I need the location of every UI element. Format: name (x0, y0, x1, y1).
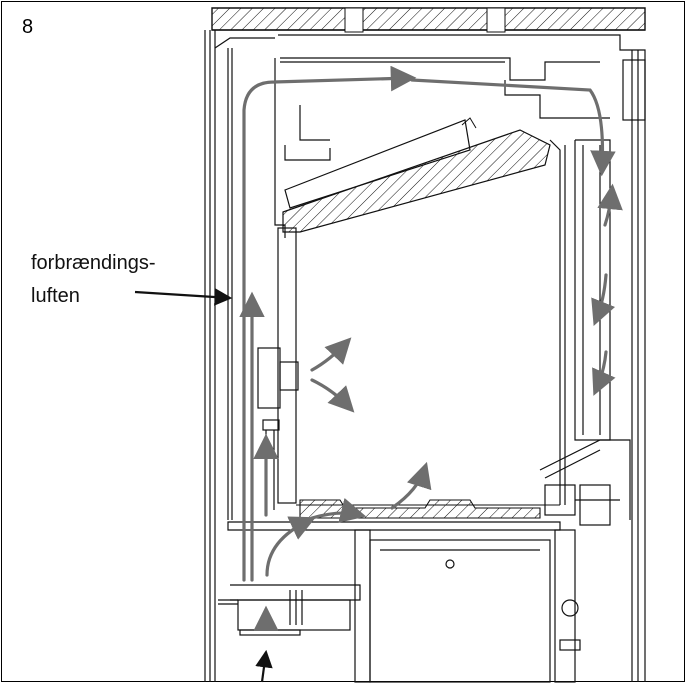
grate-plate (227, 499, 561, 531)
rear-details (539, 439, 631, 651)
firebox-walls (277, 139, 611, 505)
outer-casing (204, 30, 646, 682)
airflow-arrows (239, 65, 623, 632)
figure-number: 8 (22, 16, 34, 38)
top-cover-plate (211, 7, 646, 33)
top-baffle (274, 57, 610, 238)
label-line-1: forbrændings- (31, 252, 156, 274)
label-line-2: luften (31, 285, 80, 307)
ash-pan (354, 529, 576, 683)
pointer-arrows (134, 288, 273, 683)
baffle-plate (282, 117, 551, 233)
air-intake-box (218, 584, 361, 636)
